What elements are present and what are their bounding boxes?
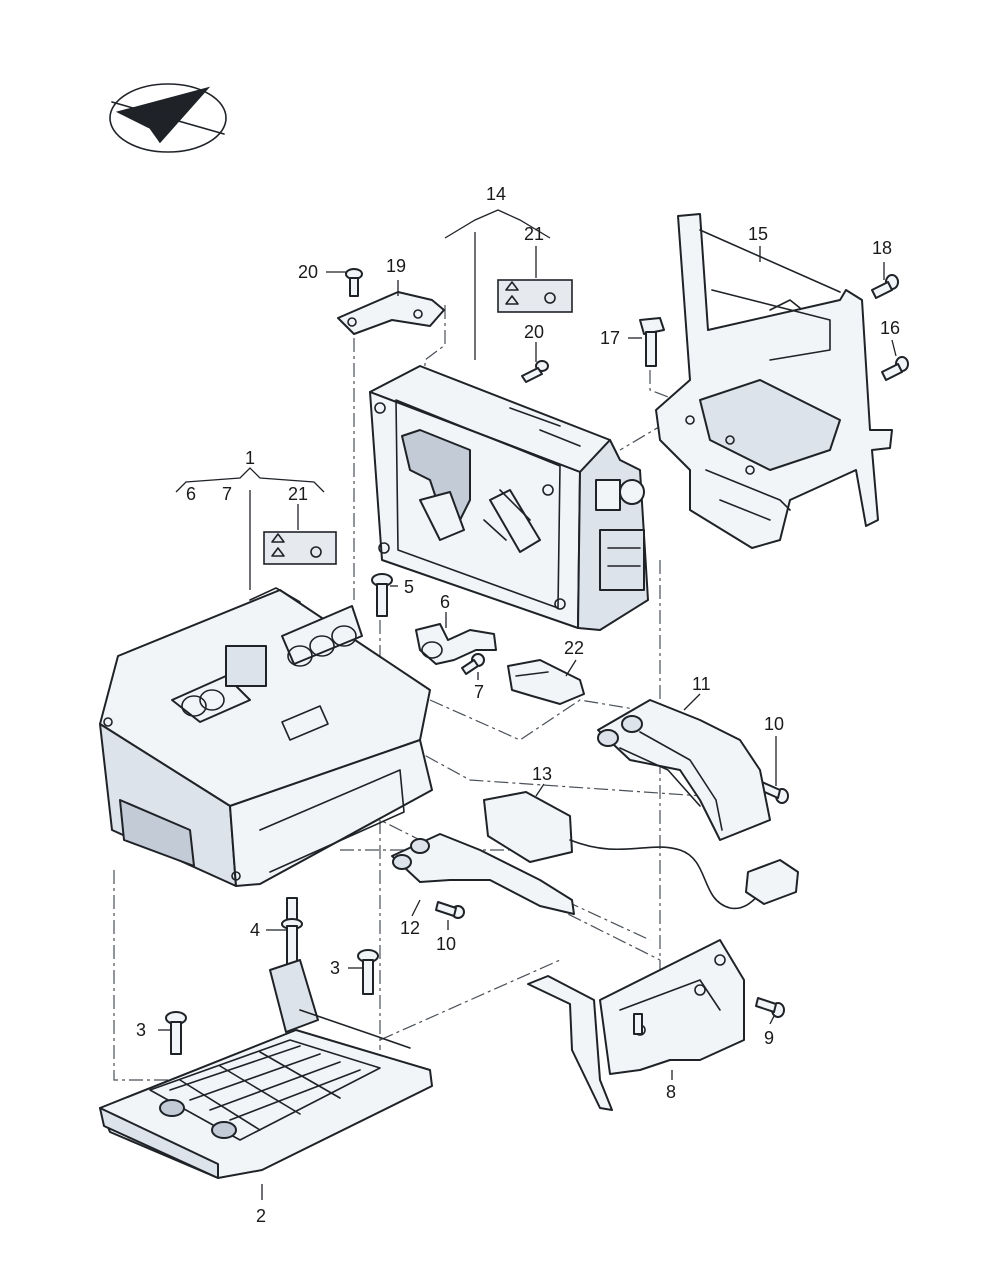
callout-21-left: 21	[288, 484, 308, 504]
lower-bracket	[527, 939, 745, 1111]
callout-20-top: 20	[298, 262, 318, 282]
callout-20-mid: 20	[524, 322, 544, 342]
callout-7-part: 7	[474, 682, 484, 702]
callout-12: 12	[400, 918, 420, 938]
callout-labels: 1 2 3 3 4 5 6 6 7 7 8 9 10 10 11 12 13 1…	[136, 184, 900, 1226]
leader-lines	[158, 209, 897, 1200]
small-bracket	[337, 291, 445, 335]
screw-20-mid	[521, 360, 549, 383]
callout-8: 8	[666, 1082, 676, 1102]
callout-21-top: 21	[524, 224, 544, 244]
callout-5: 5	[404, 577, 414, 597]
callout-6-part: 6	[440, 592, 450, 612]
screw-3-right	[357, 949, 379, 995]
callout-3-left: 3	[136, 1020, 146, 1040]
callout-1: 1	[245, 448, 255, 468]
screw-5	[371, 573, 393, 617]
screw-17	[639, 317, 665, 367]
coolant-hoses-upper	[597, 699, 771, 841]
screw-20-top	[345, 268, 363, 297]
callout-7-top: 7	[222, 484, 232, 504]
wiring-harness	[483, 791, 799, 910]
direction-arrow-icon	[109, 83, 227, 153]
callout-16: 16	[880, 318, 900, 338]
callout-15: 15	[748, 224, 768, 244]
callout-11: 11	[692, 674, 711, 694]
coolant-hoses-lower	[391, 833, 575, 915]
callout-13: 13	[532, 764, 552, 784]
callout-9: 9	[764, 1028, 774, 1048]
coolant-pipe	[415, 623, 497, 665]
screw-10-lower	[435, 901, 465, 919]
callout-2: 2	[256, 1206, 266, 1226]
warning-label-icon	[263, 279, 573, 565]
screw-18	[871, 274, 899, 299]
screw-9	[755, 997, 785, 1018]
callout-18: 18	[872, 238, 892, 258]
charger-unit	[369, 365, 649, 631]
hose-clamp	[507, 659, 585, 705]
callout-10-lower: 10	[436, 934, 456, 954]
callout-14: 14	[486, 184, 506, 204]
screws	[165, 268, 909, 1055]
stud-4	[281, 897, 303, 967]
screw-3-left	[165, 1011, 187, 1055]
callout-10-right: 10	[764, 714, 784, 734]
screw-7-mid	[461, 653, 485, 675]
callout-22: 22	[564, 638, 584, 658]
screw-16	[881, 356, 909, 381]
callout-3-right: 3	[330, 958, 340, 978]
callout-4: 4	[250, 920, 260, 940]
main-module	[99, 587, 433, 887]
mounting-tray	[99, 959, 433, 1179]
callout-19: 19	[386, 256, 406, 276]
callout-6-top: 6	[186, 484, 196, 504]
callout-17: 17	[600, 328, 620, 348]
bracket-frame	[655, 213, 893, 549]
